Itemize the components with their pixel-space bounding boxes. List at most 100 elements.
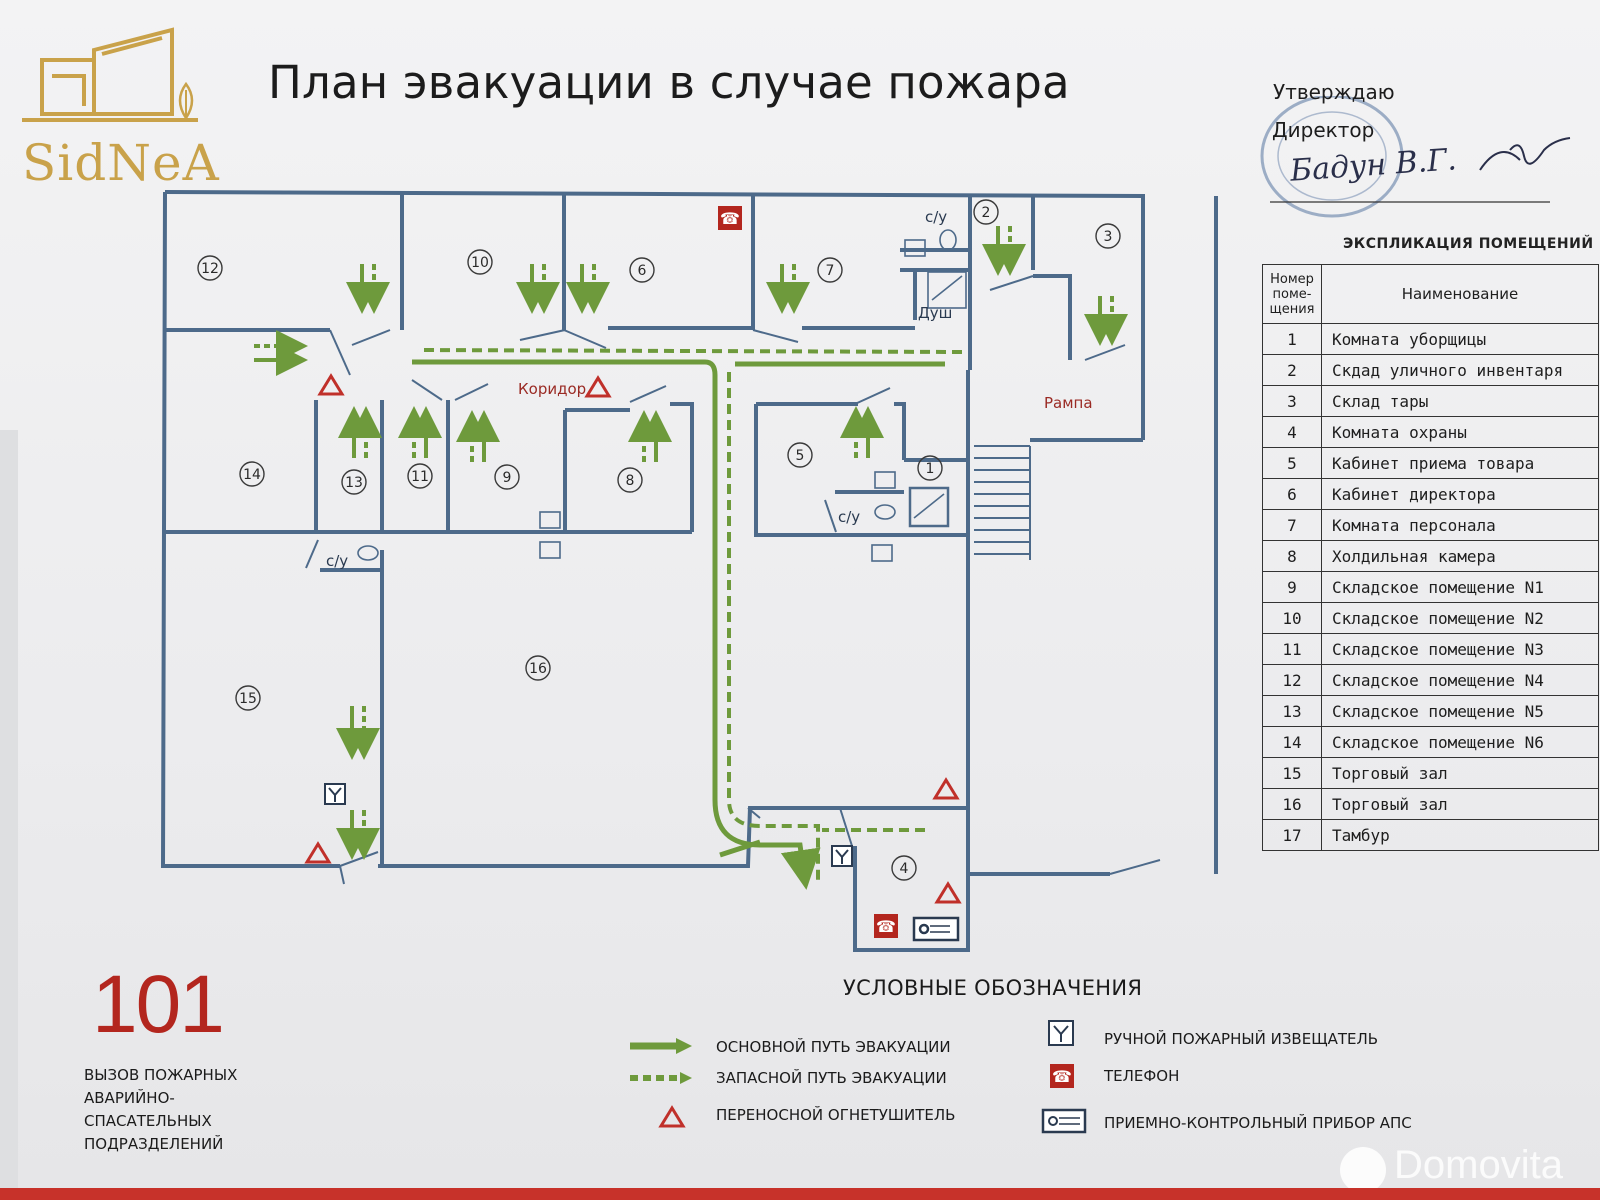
svg-text:☎: ☎: [1052, 1067, 1072, 1086]
room-name-cell: Складское помещение N4: [1321, 664, 1599, 696]
watermark: Domovita: [1394, 1143, 1563, 1187]
sidnea-logo-icon: [22, 27, 198, 122]
plan-fixtures: [357, 229, 967, 562]
legend-title: УСЛОВНЫЕ ОБОЗНАЧЕНИЯ: [843, 976, 1143, 1000]
room-number-8: 8: [626, 473, 635, 489]
room-circle-15: [235, 685, 261, 711]
room-number-cell: 12: [1262, 664, 1322, 696]
room-number-cell: 3: [1262, 385, 1322, 417]
legend-phone: ТЕЛЕФОН: [1104, 1067, 1180, 1085]
signature-line-icon: [1270, 137, 1571, 203]
ramp-label: Рампа: [1044, 394, 1093, 412]
legend-main-route: ОСНОВНОЙ ПУТЬ ЭВАКУАЦИИ: [716, 1038, 951, 1056]
room-name-cell: Комната охраны: [1321, 416, 1599, 448]
manual-alarm-markers: [324, 783, 853, 867]
svg-text:☎: ☎: [720, 209, 740, 228]
room-circle-1: [917, 455, 943, 481]
room-number-7: 7: [826, 263, 835, 279]
main-evacuation-route: [412, 359, 945, 890]
plan-doors: [305, 275, 1161, 885]
room-circle-6: [629, 257, 655, 283]
emergency-number: 101: [92, 959, 225, 1050]
logo-wordmark: SidNeA: [22, 134, 220, 192]
room-circle-10: [467, 249, 493, 275]
room-number-2: 2: [982, 205, 991, 221]
room-number-cell: 9: [1262, 571, 1322, 603]
room-number-cell: 14: [1262, 726, 1322, 758]
phone-legend-icon: ☎: [1050, 1064, 1074, 1088]
room-number-cell: 5: [1262, 447, 1322, 479]
phone-markers: ☎ ☎: [718, 206, 898, 938]
approval-label: Утверждаю: [1273, 80, 1395, 104]
room-name-cell: Кабинет приема товара: [1321, 447, 1599, 479]
room-number-cell: 11: [1262, 633, 1322, 665]
room-number-cell: 6: [1262, 478, 1322, 510]
red-bottom-stripe: [0, 1188, 1600, 1200]
room-number-12: 12: [201, 261, 219, 277]
plan-walls: [160, 190, 1218, 952]
room-name-cell: Складское помещение N5: [1321, 695, 1599, 727]
room-circle-5: [787, 442, 813, 468]
room-number-cell: 8: [1262, 540, 1322, 572]
page-title: План эвакуации в случае пожара: [268, 56, 1070, 109]
manual-alarm-legend-icon: [1048, 1020, 1074, 1046]
room-number-cell: 13: [1262, 695, 1322, 727]
room-name-cell: Скдад уличного инвентаря: [1321, 354, 1599, 386]
room-name-cell: Складское помещение N1: [1321, 571, 1599, 603]
room-number-cell: 4: [1262, 416, 1322, 448]
room-number-5: 5: [796, 448, 805, 464]
wc-label-mid: с/у: [838, 508, 860, 526]
control-panel-legend-icon: [1041, 1108, 1087, 1134]
shower-label: Душ: [918, 304, 952, 322]
room-circle-11: [407, 463, 433, 489]
col-header-name: Наименование: [1321, 264, 1599, 324]
room-circle-14: [239, 461, 265, 487]
room-number-cell: 7: [1262, 509, 1322, 541]
room-circle-2: [973, 199, 999, 225]
room-exit-arrows: [254, 226, 1128, 860]
room-circle-4: [891, 855, 917, 881]
svg-text:☎: ☎: [876, 917, 896, 936]
director-label: Директор: [1272, 118, 1375, 142]
explication-title: ЭКСПЛИКАЦИЯ ПОМЕЩЕНИЙ: [1343, 236, 1594, 252]
room-circle-8: [617, 467, 643, 493]
legend-reserve-route: ЗАПАСНОЙ ПУТЬ ЭВАКУАЦИИ: [716, 1069, 947, 1087]
room-name-cell: Складское помещение N2: [1321, 602, 1599, 634]
plan-stairs: [974, 445, 1031, 560]
room-number-cell: 10: [1262, 602, 1322, 634]
emergency-caption: ВЫЗОВ ПОЖАРНЫХ АВАРИЙНО- СПАСАТЕЛЬНЫХ ПО…: [84, 1066, 238, 1153]
official-stamp-icon: [1260, 96, 1404, 218]
room-circle-12: [197, 255, 223, 281]
control-panel-marker: [912, 916, 960, 942]
extinguisher-markers: [304, 373, 962, 904]
room-number-15: 15: [239, 691, 257, 707]
wc-label-left: с/у: [326, 552, 348, 570]
room-name-cell: Склад тары: [1321, 385, 1599, 417]
main-route-legend-icon: [630, 1038, 692, 1054]
room-number-10: 10: [471, 255, 489, 271]
legend-manual-alarm: РУЧНОЙ ПОЖАРНЫЙ ИЗВЕЩАТЕЛЬ: [1104, 1030, 1379, 1048]
room-circle-16: [525, 655, 551, 681]
room-circle-9: [494, 464, 520, 490]
wc-label-top: с/у: [925, 208, 947, 226]
room-number-3: 3: [1104, 229, 1113, 245]
board-edge-shadow: [0, 430, 18, 1190]
room-name-cell: Складское помещение N6: [1321, 726, 1599, 758]
room-name-cell: Комната персонала: [1321, 509, 1599, 541]
corridor-label: Коридор: [518, 380, 586, 398]
